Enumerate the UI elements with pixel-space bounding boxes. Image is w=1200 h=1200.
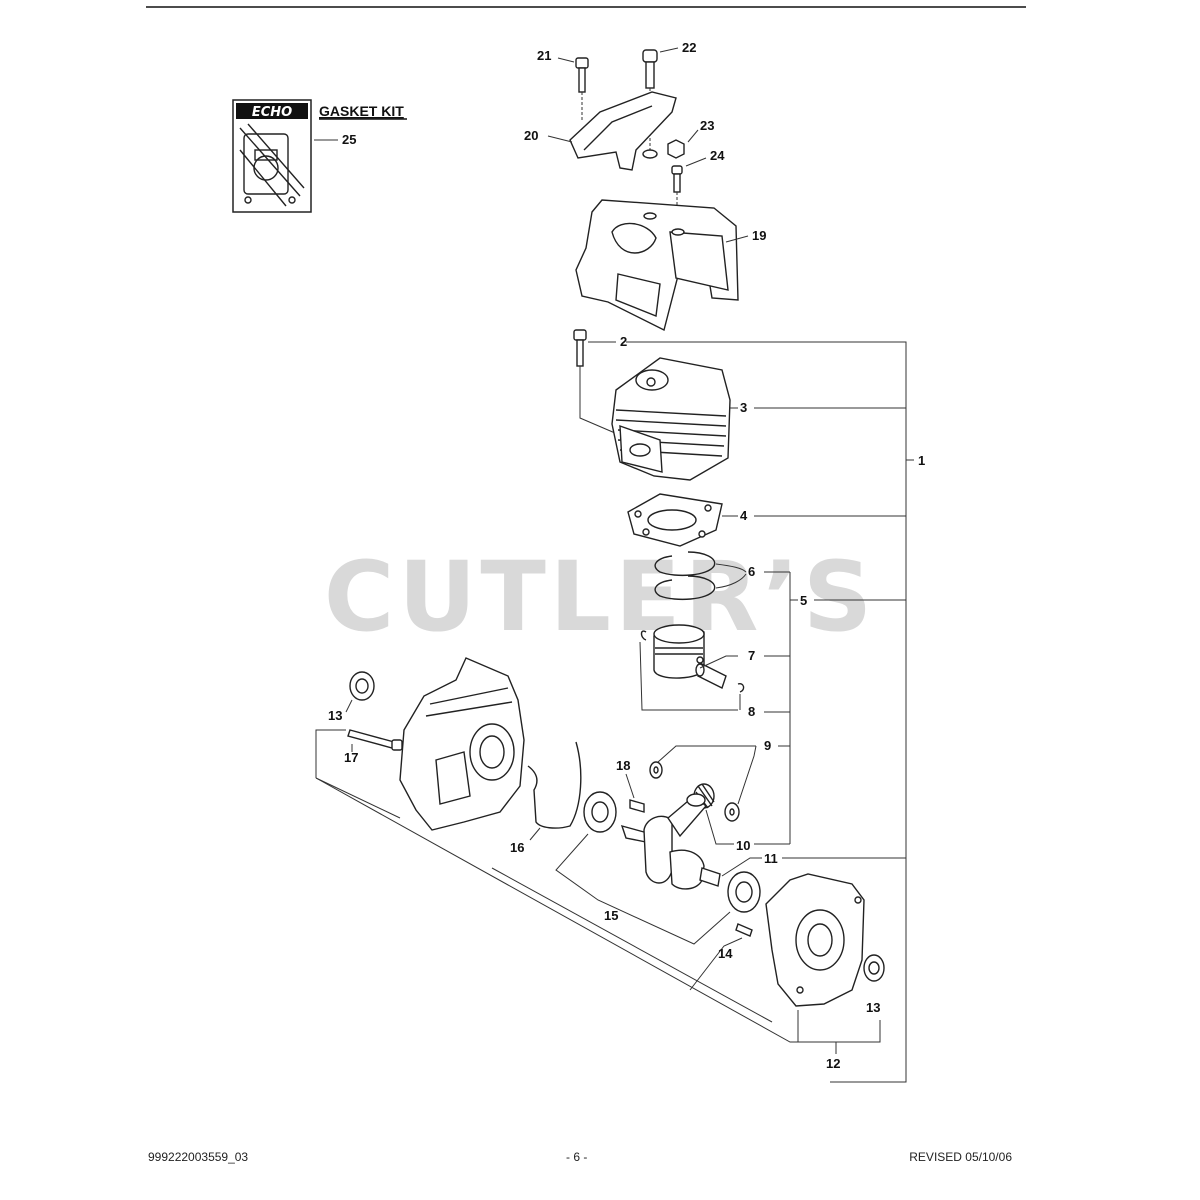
cylinder-cover-19-icon	[575, 199, 739, 332]
callout-2: 2	[620, 334, 627, 349]
callout-3: 3	[740, 400, 747, 415]
echo-logo	[236, 103, 308, 119]
thrust-washer-9a-icon	[649, 761, 663, 779]
woodruff-key-18-icon	[629, 799, 645, 813]
callout-18: 18	[616, 758, 630, 773]
callout-23: 23	[700, 118, 714, 133]
crankcase-left-icon	[399, 657, 525, 831]
ball-bearing-15a-icon	[583, 791, 617, 833]
callout-4: 4	[740, 508, 748, 523]
callout-13-right: 13	[866, 1000, 880, 1015]
callout-17: 17	[344, 750, 358, 765]
callout-12: 12	[826, 1056, 840, 1071]
callout-10: 10	[736, 838, 750, 853]
callout-13-left: 13	[328, 708, 342, 723]
document-number: 999222003559_03	[148, 1150, 249, 1164]
circlip-8b-icon	[737, 682, 745, 693]
gasket-kit: ECHO GASKET KIT 25	[232, 99, 407, 213]
callout-8: 8	[748, 704, 755, 719]
crankshaft-11-icon	[620, 793, 721, 890]
piston-ring-6b-icon	[654, 575, 716, 601]
bolt-22-icon	[642, 49, 658, 89]
gasket-kit-illustration-icon	[239, 123, 305, 207]
oil-seal-13b-icon	[863, 954, 885, 982]
revision-date: REVISED 05/10/06	[909, 1150, 1012, 1164]
dowel-pin-14-icon	[735, 923, 753, 937]
callout-1: 1	[918, 453, 925, 468]
gasket-kit-title: GASKET KIT	[319, 103, 404, 119]
callout-5: 5	[800, 593, 807, 608]
piston-ring-6a-icon	[654, 551, 716, 577]
circlip-8a-icon	[640, 630, 647, 641]
callout-25: 25	[342, 132, 356, 147]
crankcase-right-icon	[765, 873, 865, 1007]
watermark: CUTLER’S	[324, 541, 876, 653]
cylinder-3-icon	[611, 357, 731, 481]
ball-bearing-15b-icon	[727, 871, 761, 913]
thrust-washer-9b-icon	[724, 802, 740, 822]
callout-24: 24	[710, 148, 725, 163]
callout-19: 19	[752, 228, 766, 243]
callout-16: 16	[510, 840, 524, 855]
callout-15: 15	[604, 908, 618, 923]
bolt-21-icon	[575, 57, 589, 93]
callout-14: 14	[718, 946, 733, 961]
callout-6: 6	[748, 564, 755, 579]
screw-24-icon	[671, 165, 683, 193]
callout-7: 7	[748, 648, 755, 663]
crankcase-gasket-16-icon	[527, 741, 582, 829]
nut-23-icon	[667, 139, 685, 159]
callout-21: 21	[537, 48, 551, 63]
bolt-2-icon	[573, 329, 587, 367]
callout-11: 11	[764, 851, 778, 866]
echo-logo-text: ECHO	[252, 105, 292, 120]
cylinder-gasket-4-icon	[627, 493, 723, 547]
bolt-17-icon	[347, 729, 403, 751]
callout-20: 20	[524, 128, 538, 143]
bracket-20-icon	[569, 91, 677, 171]
oil-seal-13a-icon	[349, 671, 375, 701]
callout-9: 9	[764, 738, 771, 753]
callout-22: 22	[682, 40, 696, 55]
page-number: - 6 -	[566, 1150, 588, 1164]
